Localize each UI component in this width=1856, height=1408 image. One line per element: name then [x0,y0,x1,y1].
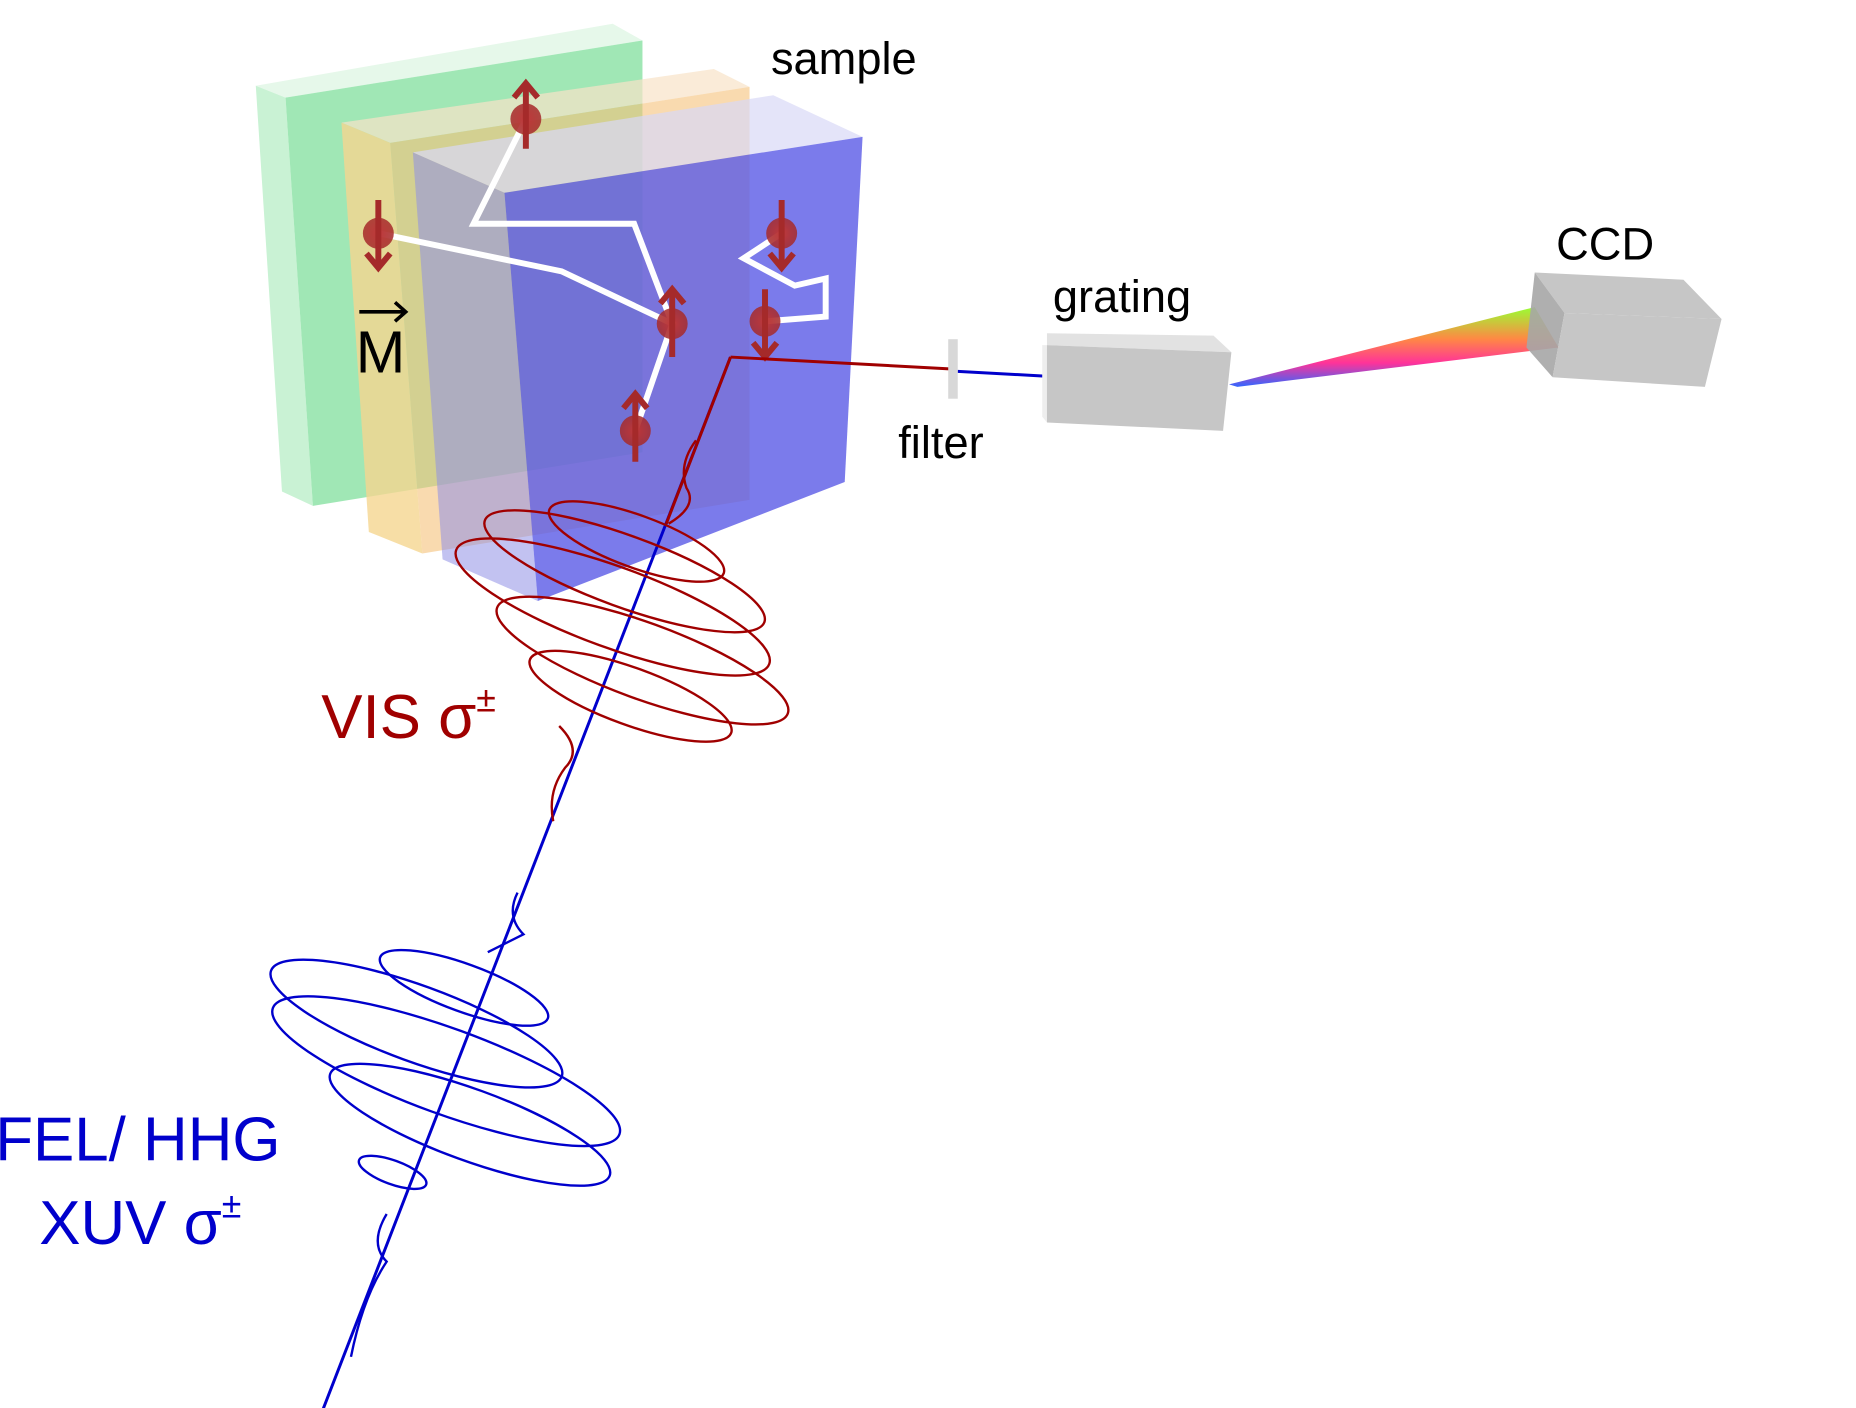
blue-layer [412,95,863,602]
reflected-vis [730,355,952,371]
spins [362,78,798,462]
electron-paths [377,117,829,432]
vis-beam-line [664,356,732,525]
xuv-beam-line [321,356,732,1408]
xuv-pulse [269,892,622,1358]
sample-label: sample [771,33,917,84]
xuv-label: XUV σ± [39,1186,241,1258]
ccd-box [1526,272,1722,387]
grating-label: grating [1053,271,1191,322]
reflected-xuv [957,369,1045,378]
spin-up-icon [656,284,688,358]
beams [269,355,1045,1408]
ccd-label: CCD [1556,218,1654,269]
vis-pulse [454,439,790,822]
spectrum [1229,307,1559,387]
spin-up-icon [510,78,542,149]
vis-label: VIS σ± [321,680,496,752]
magnetization-label: M [356,319,406,386]
filter [948,339,958,399]
spin-down-icon [362,199,394,273]
fel-hhg-label: FEL/ HHG [0,1105,280,1174]
spin-up-icon [619,389,651,462]
filter-label: filter [898,417,983,468]
magnetization-vector: M [356,300,409,386]
grating-box [1042,333,1232,431]
spin-down-icon [749,289,781,362]
spin-down-icon [766,199,798,273]
